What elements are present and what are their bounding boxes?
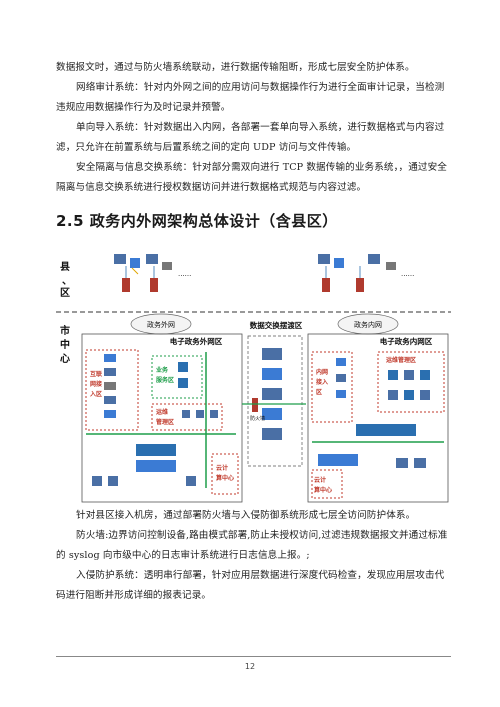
data-exchange-zone: 数据交换摆渡区 防火墙 (242, 320, 306, 467)
page-number: 12 (244, 662, 256, 671)
paragraph-ips: 入侵防护系统：透明串行部署，针对应用层数据进行深度代码检查，发现应用层攻击代码进… (56, 570, 445, 601)
ellipsis-right: ...... (401, 270, 414, 278)
ops-zone-internal-label: 运维管理区 (386, 356, 416, 364)
footer-divider (56, 656, 451, 657)
firewall-label: 防火墙 (250, 415, 265, 422)
svg-text:接入: 接入 (315, 378, 328, 386)
gov-external-net-cloud: 政务外网 (130, 313, 192, 335)
internal-area-box: 电子政务内网区 内网 接入 区 运维管理区 云计 算中心 (307, 333, 449, 503)
paragraph-county-access: 针对县区接入机房，通过部署防火墙与入侵防御系统形成七层全访问防护体系。 (76, 510, 416, 521)
svg-text:算中心: 算中心 (216, 474, 234, 482)
cloud-center-internal-label: 云计 (314, 476, 326, 484)
county-cluster-right: ...... (318, 254, 414, 292)
county-label: 县 、 区 (60, 261, 72, 299)
architecture-diagram: 县 、 区 市 中 心 ...... ...... 政务外网 (56, 248, 451, 508)
svg-text:入区: 入区 (89, 390, 102, 398)
svg-text:服务区: 服务区 (156, 376, 174, 384)
svg-text:算中心: 算中心 (314, 486, 332, 494)
svg-text:电子政务外网区: 电子政务外网区 (170, 336, 223, 346)
external-area-box: 电子政务外网区 互联 网接 入区 业务 服务区 运维 管理区 云计 (81, 333, 243, 503)
svg-text:电子政务内网区: 电子政务内网区 (380, 336, 433, 346)
svg-text:心: 心 (60, 353, 70, 365)
svg-text:管理区: 管理区 (156, 418, 174, 426)
svg-text:、: 、 (62, 276, 72, 287)
ops-zone-label: 运维 (156, 408, 168, 416)
city-center-label: 市 中 心 (60, 324, 70, 365)
section-title: 2.5 政务内外网架构总体设计（含县区） (56, 212, 338, 230)
svg-text:县: 县 (60, 261, 70, 273)
gov-internal-net-cloud: 政务内网 (337, 313, 399, 335)
paragraph-isolation-exchange: 安全隔离与信息交换系统：针对部分需双向进行 TCP 数据传输的业务系统，，通过安… (56, 162, 447, 193)
svg-text:政务外网: 政务外网 (147, 320, 175, 329)
internal-access-label: 内网 (316, 368, 328, 376)
svg-text:网接: 网接 (90, 380, 102, 388)
svg-text:区: 区 (316, 388, 322, 396)
business-zone-label: 业务 (156, 366, 169, 374)
internet-access-label: 互联 (90, 370, 102, 378)
svg-text:数据交换摆渡区: 数据交换摆渡区 (250, 320, 303, 330)
county-cluster-left: ...... (114, 254, 191, 292)
svg-text:区: 区 (60, 287, 70, 299)
svg-text:政务内网: 政务内网 (354, 320, 382, 329)
paragraph-network-audit: 网络审计系统：针对内外网之间的应用访问与数据操作行为进行全面审计记录，当检测违规… (56, 82, 445, 113)
paragraph-firewall: 防火墙:边界访问控制设备,路由模式部署,防止未授权访问,过滤违规数据报文并通过标… (56, 530, 448, 561)
paragraph-one-way-import: 单向导入系统：针对数据出入内网，各部署一套单向导入系统，进行数据格式与内容过滤，… (56, 122, 445, 153)
paragraph-firewall-linkage: 数据报文时，通过与防火墙系统联动，进行数据传输阻断，形成七层安全防护体系。 (56, 62, 415, 73)
svg-text:市: 市 (60, 324, 70, 337)
svg-text:中: 中 (60, 338, 70, 351)
ellipsis-left: ...... (178, 270, 191, 278)
cloud-center-label: 云计 (216, 464, 228, 472)
